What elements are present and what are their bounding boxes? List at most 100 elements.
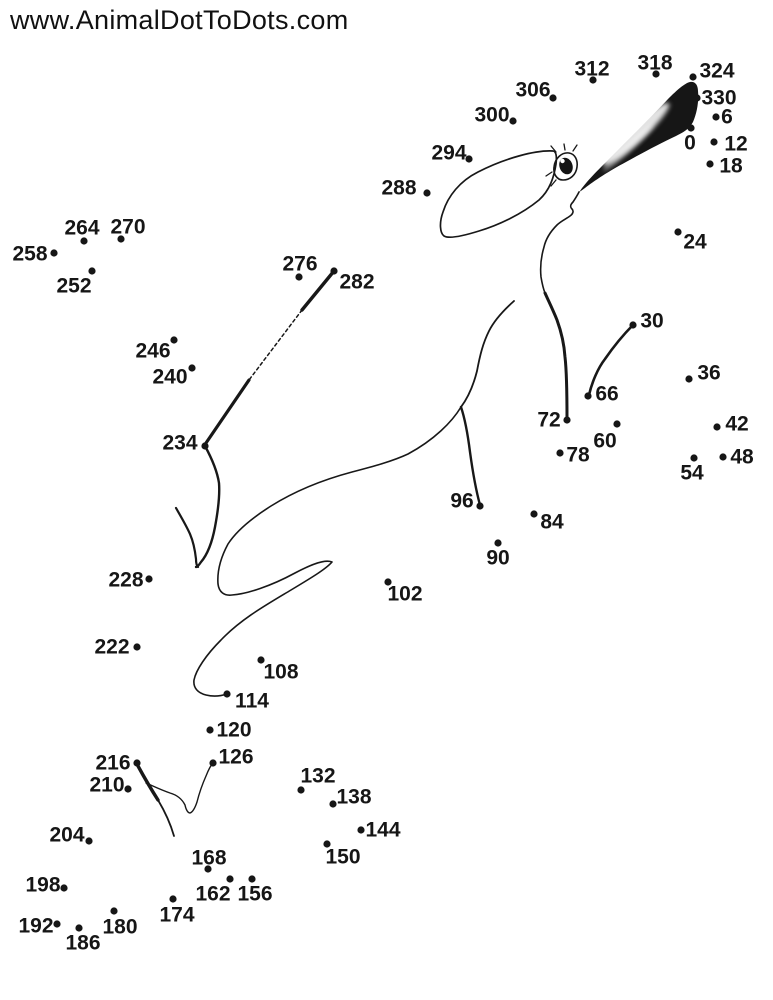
puzzle-dot-114[interactable]: [223, 690, 231, 698]
dot-group-132: 132: [297, 765, 336, 794]
puzzle-dot-258[interactable]: [50, 249, 58, 257]
puzzle-dot-180[interactable]: [110, 907, 118, 915]
dot-group-258: 258: [12, 243, 58, 266]
puzzle-dot-198[interactable]: [60, 884, 68, 892]
dot-number-label-282: 282: [339, 271, 374, 294]
puzzle-dot-90[interactable]: [494, 539, 502, 547]
dot-number-label-180: 180: [102, 916, 137, 939]
puzzle-dot-318[interactable]: [652, 70, 660, 78]
puzzle-dot-18[interactable]: [706, 160, 714, 168]
belly-hindleg-curve: [193, 406, 462, 697]
puzzle-dot-6[interactable]: [712, 113, 720, 121]
puzzle-dot-102[interactable]: [384, 578, 392, 586]
dot-group-102: 102: [384, 578, 423, 606]
dot-group-12: 12: [710, 133, 748, 156]
puzzle-dot-294[interactable]: [465, 155, 473, 163]
line-30-to-66: [587, 323, 635, 397]
dot-number-label-126: 126: [218, 746, 253, 769]
dot-group-54: 54: [680, 454, 704, 485]
white-ear-outline: [439, 150, 558, 239]
puzzle-dot-156[interactable]: [248, 875, 256, 883]
dot-number-label-156: 156: [237, 883, 272, 906]
dot-number-label-90: 90: [486, 547, 509, 570]
puzzle-dot-30[interactable]: [629, 321, 637, 329]
eye-lash-strokes: [545, 143, 578, 187]
puzzle-dot-252[interactable]: [88, 267, 96, 275]
puzzle-dot-324[interactable]: [689, 73, 697, 81]
puzzle-dot-282[interactable]: [330, 267, 338, 275]
dot-group-264: 264: [64, 217, 100, 245]
dot-group-198: 198: [25, 874, 68, 897]
dot-number-label-246: 246: [135, 340, 170, 363]
dot-group-90: 90: [486, 539, 510, 570]
puzzle-dot-0[interactable]: [687, 124, 695, 132]
puzzle-dot-96[interactable]: [476, 502, 484, 510]
dot-number-label-252: 252: [56, 275, 91, 298]
dot-number-label-12: 12: [724, 133, 747, 156]
dot-number-label-234: 234: [162, 432, 197, 455]
puzzle-dot-306[interactable]: [549, 94, 557, 102]
puzzle-dot-186[interactable]: [75, 924, 83, 932]
puzzle-dot-312[interactable]: [589, 76, 597, 84]
dot-group-18: 18: [706, 155, 743, 178]
dot-number-label-258: 258: [12, 243, 47, 266]
dot-number-label-66: 66: [595, 383, 618, 406]
puzzle-dot-138[interactable]: [329, 800, 337, 808]
dot-number-label-42: 42: [725, 413, 748, 436]
puzzle-dot-228[interactable]: [145, 575, 153, 583]
dot-number-label-216: 216: [95, 752, 130, 775]
puzzle-dot-24[interactable]: [674, 228, 682, 236]
puzzle-dot-48[interactable]: [719, 453, 727, 461]
puzzle-dot-120[interactable]: [206, 726, 214, 734]
puzzle-dot-36[interactable]: [685, 375, 693, 383]
puzzle-dot-162[interactable]: [226, 875, 234, 883]
puzzle-dot-132[interactable]: [297, 786, 305, 794]
puzzle-dot-270[interactable]: [117, 235, 125, 243]
puzzle-dot-54[interactable]: [690, 454, 698, 462]
puzzle-dot-210[interactable]: [124, 785, 132, 793]
puzzle-dot-42[interactable]: [713, 423, 721, 431]
dot-number-label-84: 84: [540, 511, 564, 534]
dot-group-294: 294: [431, 142, 473, 165]
puzzle-dot-174[interactable]: [169, 895, 177, 903]
puzzle-dot-108[interactable]: [257, 656, 265, 664]
tail-inner-stroke: [174, 506, 200, 569]
dot-number-label-60: 60: [593, 430, 616, 453]
dot-group-192: 192: [18, 915, 61, 938]
puzzle-dot-288[interactable]: [423, 189, 431, 197]
puzzle-dot-150[interactable]: [323, 840, 331, 848]
dot-number-label-174: 174: [159, 904, 194, 927]
puzzle-dot-240[interactable]: [188, 364, 196, 372]
dot-number-label-186: 186: [65, 932, 100, 955]
puzzle-dot-66[interactable]: [584, 392, 592, 400]
dot-number-label-228: 228: [108, 569, 143, 592]
puzzle-dot-276[interactable]: [295, 273, 303, 281]
puzzle-dot-300[interactable]: [509, 117, 517, 125]
puzzle-dot-234[interactable]: [201, 442, 209, 450]
puzzle-dot-84[interactable]: [530, 510, 538, 518]
puzzle-dot-246[interactable]: [170, 336, 178, 344]
dot-group-6: 6: [712, 106, 733, 129]
puzzle-dot-144[interactable]: [357, 826, 365, 834]
dot-number-label-24: 24: [683, 231, 707, 254]
puzzle-dot-330[interactable]: [693, 94, 701, 102]
dot-group-78: 78: [556, 444, 590, 467]
puzzle-dot-222[interactable]: [133, 643, 141, 651]
puzzle-dot-12[interactable]: [710, 138, 718, 146]
puzzle-dot-126[interactable]: [209, 759, 217, 767]
dot-group-246: 246: [135, 336, 178, 363]
puzzle-dot-216[interactable]: [133, 759, 141, 767]
dot-number-label-222: 222: [94, 636, 129, 659]
puzzle-dot-168[interactable]: [204, 865, 212, 873]
puzzle-dot-264[interactable]: [80, 237, 88, 245]
dot-group-72: 72: [537, 409, 571, 432]
dot-number-label-192: 192: [18, 915, 53, 938]
puzzle-dot-60[interactable]: [613, 420, 621, 428]
dot-group-222: 222: [94, 636, 141, 659]
leg-line-to-96: [459, 405, 482, 507]
puzzle-dot-204[interactable]: [85, 837, 93, 845]
puzzle-dot-192[interactable]: [53, 920, 61, 928]
puzzle-dot-72[interactable]: [563, 416, 571, 424]
puzzle-dot-78[interactable]: [556, 449, 564, 457]
